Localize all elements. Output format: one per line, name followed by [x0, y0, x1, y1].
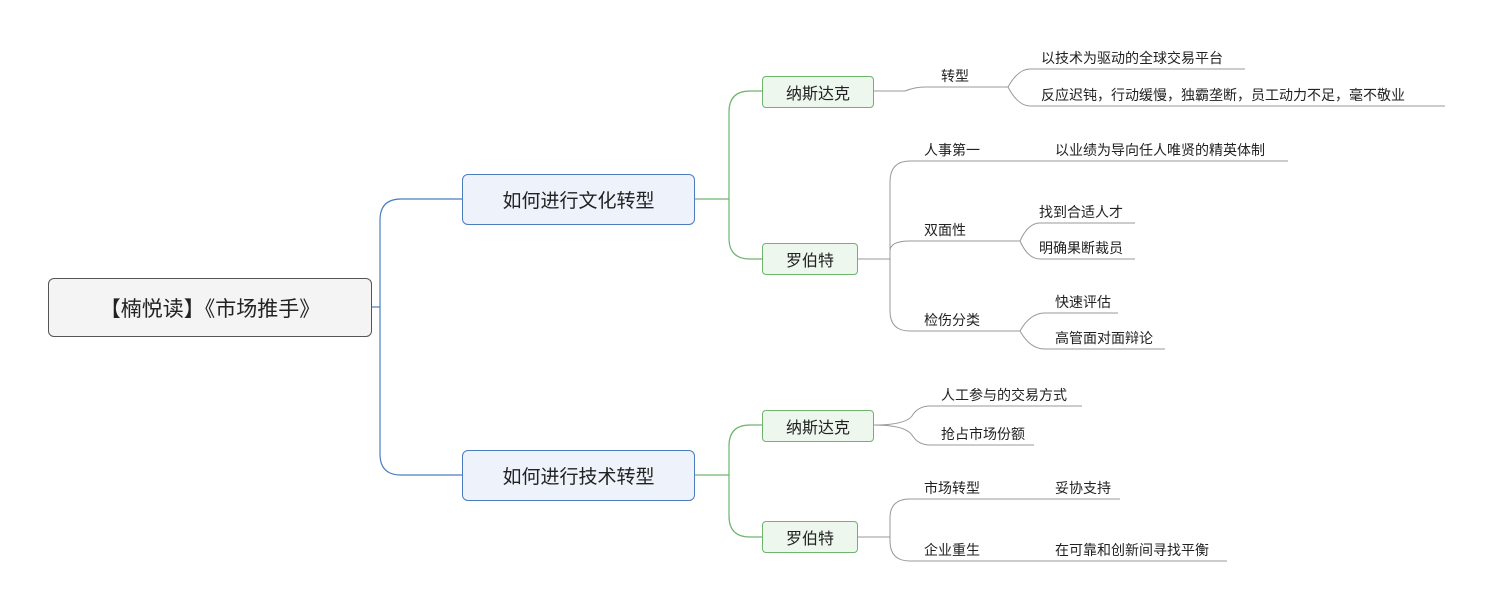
topic-market-transformation[interactable]: 市场转型 [924, 481, 980, 497]
branch-culture-transformation[interactable]: 如何进行文化转型 [462, 174, 695, 225]
topic-duality[interactable]: 双面性 [924, 223, 966, 239]
detail-decisive-layoffs[interactable]: 明确果断裁员 [1039, 241, 1123, 257]
detail-find-talent[interactable]: 找到合适人才 [1039, 205, 1123, 221]
subtopic-robert-culture[interactable]: 罗伯特 [762, 243, 858, 275]
detail-executive-debate[interactable]: 高管面对面辩论 [1055, 331, 1153, 347]
branch-tech-transformation[interactable]: 如何进行技术转型 [462, 450, 695, 501]
root-topic[interactable]: 【楠悦读】《市场推手》 [48, 278, 372, 337]
detail-compromise-support[interactable]: 妥协支持 [1055, 481, 1111, 497]
subtopic-nasdaq-tech[interactable]: 纳斯达克 [762, 410, 874, 442]
topic-market-share[interactable]: 抢占市场份额 [941, 427, 1025, 443]
topic-triage[interactable]: 检伤分类 [924, 313, 980, 329]
topic-personnel-first[interactable]: 人事第一 [924, 143, 980, 159]
topic-transformation[interactable]: 转型 [941, 69, 969, 85]
detail-quick-assessment[interactable]: 快速评估 [1055, 295, 1111, 311]
detail-balance-reliability-innovation[interactable]: 在可靠和创新间寻找平衡 [1055, 543, 1209, 559]
detail-tech-driven-platform[interactable]: 以技术为驱动的全球交易平台 [1041, 51, 1223, 67]
subtopic-robert-tech[interactable]: 罗伯特 [762, 521, 858, 553]
subtopic-nasdaq-culture[interactable]: 纳斯达克 [762, 76, 874, 108]
detail-meritocracy[interactable]: 以业绩为导向任人唯贤的精英体制 [1055, 143, 1265, 159]
detail-problems[interactable]: 反应迟钝，行动缓慢，独霸垄断，员工动力不足，毫不敬业 [1041, 88, 1405, 104]
topic-manual-trading[interactable]: 人工参与的交易方式 [941, 388, 1067, 404]
topic-corporate-rebirth[interactable]: 企业重生 [924, 543, 980, 559]
